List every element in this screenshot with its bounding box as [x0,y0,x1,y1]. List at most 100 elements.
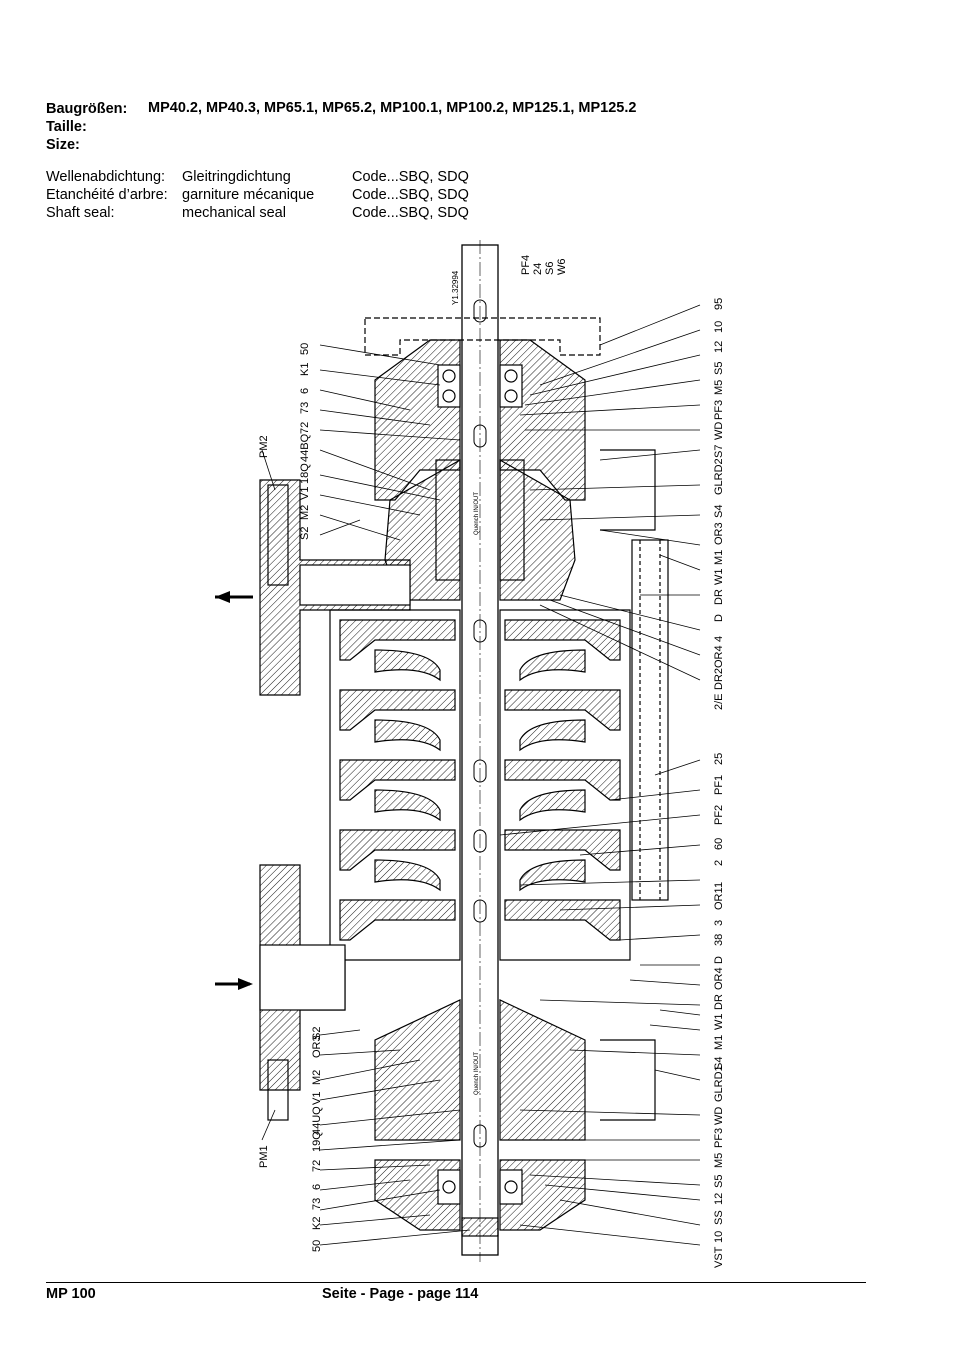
label-r-10-2: 10 [713,1231,725,1243]
footer-model: MP 100 [46,1286,96,1302]
label-r-dr-2: DR [713,994,725,1010]
label-l-18q: 18Q [299,463,311,484]
label-l-or3: OR3 [311,1035,323,1058]
label-l-6: 6 [299,388,311,394]
label-r-60: 60 [713,838,725,850]
footer-divider [46,1282,866,1283]
label-l-72-2: 72 [311,1160,323,1172]
label-r-10: 10 [713,321,725,333]
label-r-25: 25 [713,753,725,765]
inlet-flange [259,864,346,1121]
label-r-12-2: 12 [713,1193,725,1205]
label-l-73-2: 73 [311,1198,323,1210]
label-l-v1-2: V1 [311,1092,323,1105]
inlet-arrow [215,978,253,990]
seal-label-de: Wellenabdichtung: [46,169,166,185]
label-w6: W6 [556,259,568,276]
label-l-50-2: 50 [311,1240,323,1252]
label-pm2: PM2 [258,435,270,458]
footer-page: Seite - Page - page 114 [322,1286,479,1302]
label-24: 24 [532,263,544,275]
label-r-38: 38 [713,934,725,946]
label-s6: S6 [544,262,556,275]
label-l-v1: V1 [299,487,311,500]
label-r-vst: VST [713,1246,725,1268]
quench-lower: Quench IN/OUT [474,1052,480,1095]
label-r-1: 1 [713,882,725,888]
leader-lines-right [499,304,701,1246]
lower-seal-bearing [374,999,656,1237]
label-r-wd: WD [713,422,725,440]
label-l-m2-2: M2 [311,1070,323,1085]
seal-type-de: Gleitringdichtung [182,169,291,185]
outlet-arrow [215,591,253,603]
label-r-3: 3 [713,920,725,926]
seal-label-en: Shaft seal: [46,205,115,221]
seal-type-en: mechanical seal [182,205,286,221]
label-r-4: 4 [713,636,725,642]
shaft-ref: Y1.32994 [451,270,460,305]
label-r-m5: M5 [713,380,725,395]
label-r-m1: M1 [713,550,725,565]
taille-label: Taille: [46,119,87,135]
label-r-w1-2: W1 [713,1014,725,1031]
label-r-s5-2: S5 [713,1175,725,1188]
label-l-s2: S2 [299,527,311,540]
label-l-50: 50 [299,343,311,355]
label-r-dr2: DR2 [713,668,725,690]
label-r-wd-2: WD [713,1107,725,1125]
label-l-72: 72 [299,422,311,434]
label-l-s2-2: S2 [311,1027,323,1040]
label-r-s5: S5 [713,362,725,375]
label-r-or3: OR3 [713,522,725,545]
seal-type-fr: garniture mécanique [182,187,315,203]
label-r-12: 12 [713,341,725,353]
seal-code-en: Code...SBQ, SDQ [352,205,469,221]
seal-label-fr: Etanchéité d’arbre: [46,187,168,203]
left-upper-labels: 50 K1 6 73 72 44BQ 18Q V1 M2 S2 PM2 [258,343,311,540]
label-r-pf3: PF3 [713,400,725,420]
label-r-pf3-2: PF3 [713,1128,725,1148]
label-pm1: PM1 [258,1145,270,1168]
label-l-44bq: 44BQ [299,433,311,462]
label-r-ss: SS [713,1210,725,1225]
left-lower-labels: S2 OR3 M2 V1 44UQ 19Q 72 6 73 K2 50 PM1 [258,1027,323,1252]
top-labels: PF4 24 S6 W6 Y1.32994 Quench IN/OUT Quen… [451,255,568,1095]
shaft [461,240,499,1262]
label-r-or4-2: OR4 [713,967,725,990]
stage-casings [329,609,631,961]
label-r-glrd1: GLRD1 [713,1065,725,1102]
leader-lines-left [261,344,471,1246]
label-r-2e: 2/E [713,693,725,710]
label-r-d: D [713,614,725,622]
label-l-k1: K1 [299,363,311,376]
sizes-value: MP40.2, MP40.3, MP65.1, MP65.2, MP100.1,… [148,100,637,116]
right-labels: 95 10 12 S5 M5 PF3 WD S7 GLRD2 S4 OR3 M1… [713,298,725,1268]
label-l-k2: K2 [311,1217,323,1230]
seal-code-fr: Code...SBQ, SDQ [352,187,469,203]
label-l-44uq: 44UQ [311,1106,323,1135]
label-r-s4-2: S4 [713,1057,725,1070]
label-r-d2: D [713,956,725,964]
size-label: Size: [46,137,80,153]
label-r-glrd2: GLRD2 [713,458,725,495]
label-r-dr: DR [713,589,725,605]
label-l-73: 73 [299,402,311,414]
label-r-pf2: PF2 [713,805,725,825]
label-r-or1: OR1 [713,887,725,910]
label-pf4: PF4 [520,255,532,275]
quench-upper: Quench IN/OUT [474,492,480,535]
label-l-m2: M2 [299,505,311,520]
label-l-6-2: 6 [311,1184,323,1190]
label-r-2: 2 [713,860,725,866]
label-r-w1: W1 [713,569,725,586]
sizes-label: Baugrößen: [46,101,128,117]
label-r-pf1: PF1 [713,775,725,795]
label-r-s4: S4 [713,505,725,518]
label-r-or4: OR4 [713,645,725,668]
label-r-m1-2: M1 [713,1035,725,1050]
label-l-19q: 19Q [311,1131,323,1152]
label-r-s7: S7 [713,445,725,458]
label-r-95: 95 [713,298,725,310]
label-r-m5-2: M5 [713,1153,725,1168]
